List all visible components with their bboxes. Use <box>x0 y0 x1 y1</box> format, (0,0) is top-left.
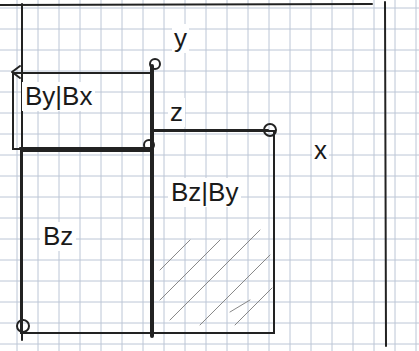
region-label: By|Bx <box>22 82 95 111</box>
axis-label: y <box>172 24 189 53</box>
axis-label: z <box>168 98 185 127</box>
frame-line <box>385 2 386 346</box>
axis-end-circle <box>150 59 160 69</box>
frame-line <box>0 4 372 5</box>
region-label: Bz <box>40 222 76 251</box>
hatching <box>160 230 272 325</box>
region-box: Bz|By <box>152 130 275 334</box>
region-box: Bz <box>20 150 152 334</box>
axis-label: x <box>312 136 329 165</box>
sketch-lines <box>0 2 386 346</box>
origin-circle <box>17 320 29 332</box>
region-box: By|Bx <box>12 72 152 150</box>
region-label: Bz|By <box>168 178 241 207</box>
